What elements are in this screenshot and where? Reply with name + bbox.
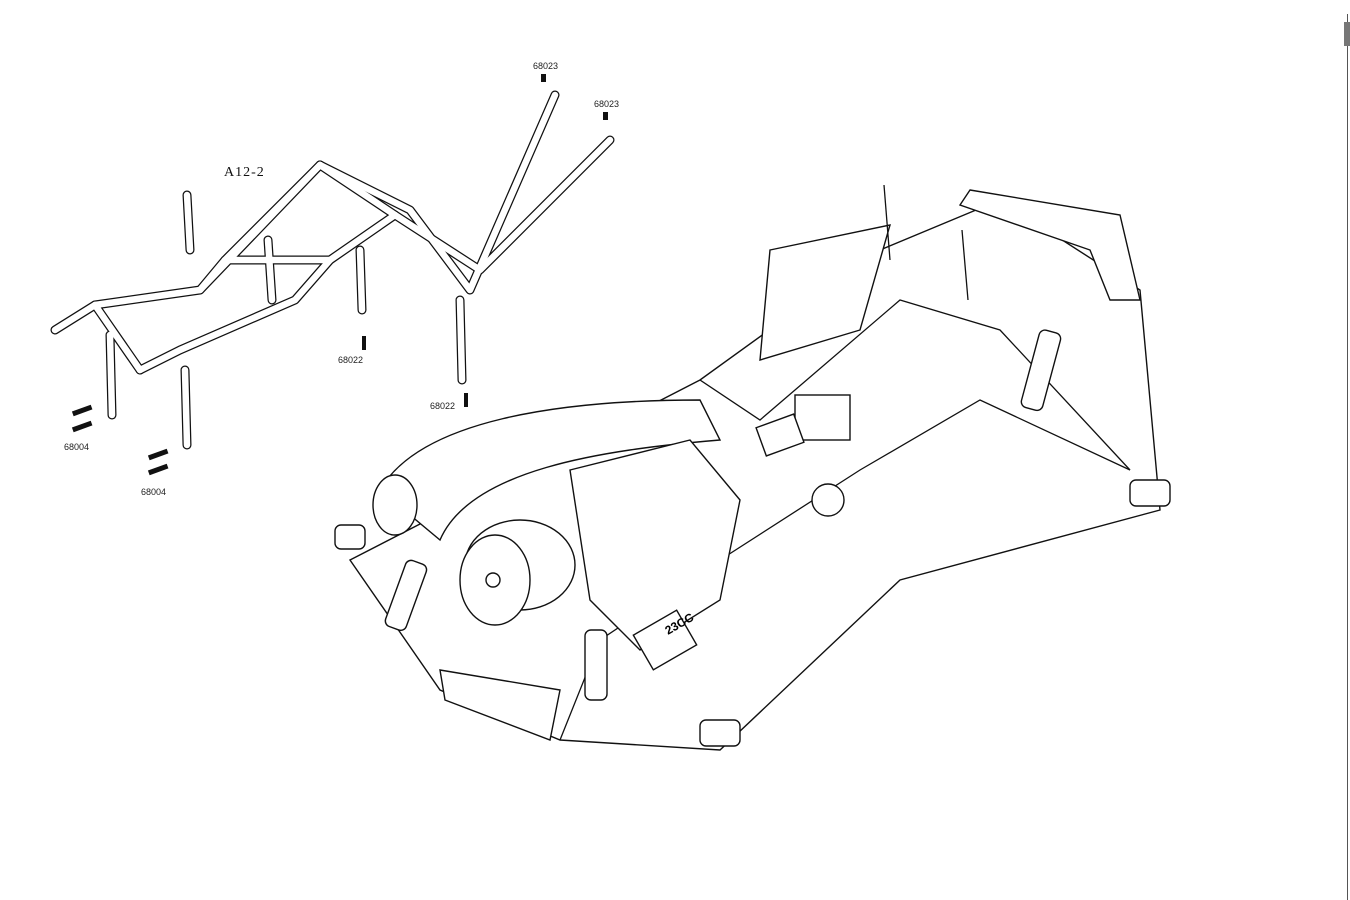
buggy-chassis: 23CC (334, 184, 1171, 751)
roll-cage (50, 90, 615, 450)
part-label-68023: 68023 (594, 99, 620, 109)
part-label-68004: 68004 (141, 487, 167, 497)
step-label: A12-2 (224, 165, 265, 180)
screw-icons (71, 74, 608, 476)
part-label-68004: 68004 (64, 442, 90, 452)
scrollbar-thumb[interactable] (1344, 22, 1350, 46)
part-label-68022: 68022 (430, 401, 456, 411)
scrollbar-track[interactable] (1347, 14, 1348, 900)
part-label-68022: 68022 (338, 355, 364, 365)
part-label-68023: 68023 (533, 61, 559, 71)
